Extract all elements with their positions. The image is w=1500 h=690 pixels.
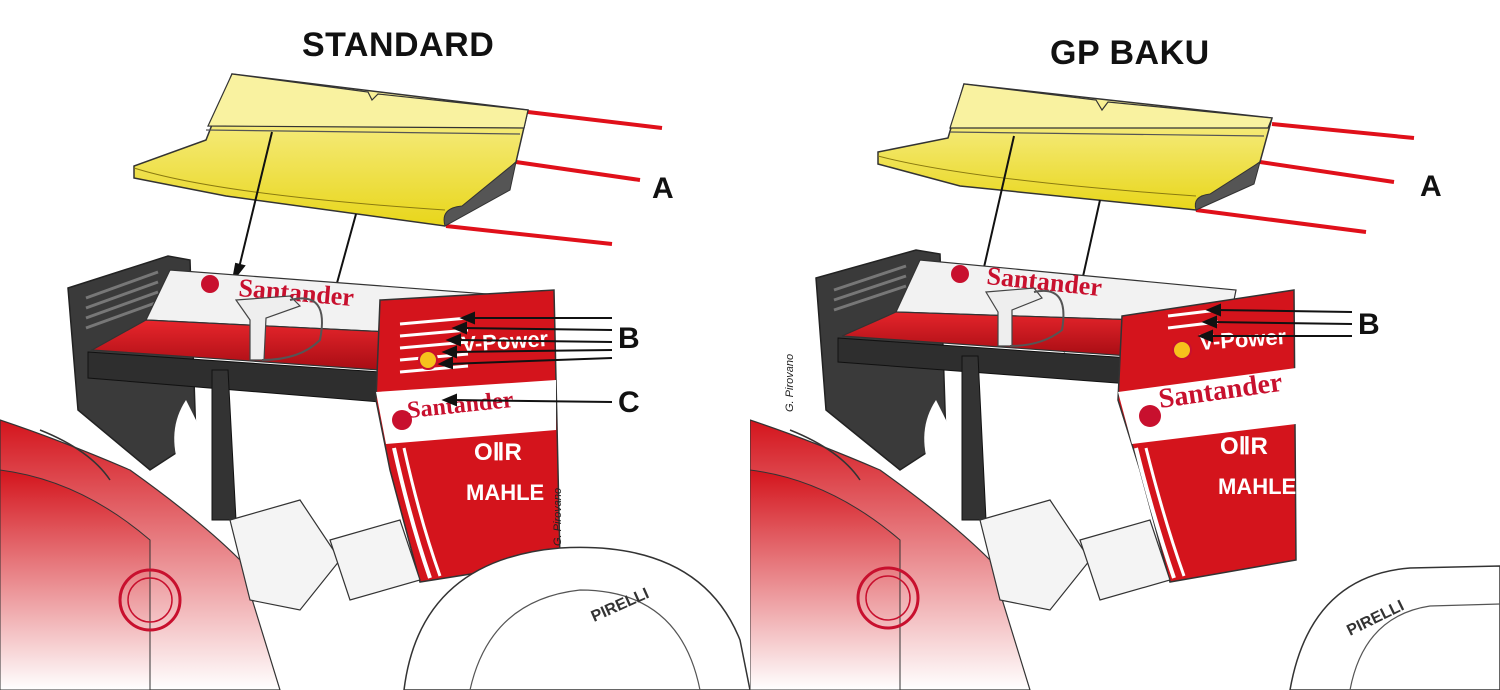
rear-tyre: PIRELLI (1289, 565, 1500, 690)
upper-flap-drawing (877, 83, 1273, 211)
panel-title: GP BAKU (1050, 34, 1210, 72)
callout-b-label: B (618, 322, 640, 355)
callout-arrow-c (441, 393, 613, 407)
illustrator-credit: G. Pirovano (784, 353, 796, 412)
standard-wing-illustration: Santander V-Power Santander OⅡ (0, 73, 750, 690)
svg-text:MAHLE: MAHLE (466, 480, 544, 505)
panel-standard: Santander V-Power Santander OⅡ (0, 26, 750, 690)
rear-tyre: PIRELLI (403, 546, 750, 690)
guide-lines-a (445, 110, 663, 246)
car-body (0, 419, 421, 690)
guide-lines-a (1195, 122, 1415, 234)
main-wing-plane: Santander (837, 259, 1237, 521)
svg-text:OⅡR: OⅡR (474, 439, 522, 466)
svg-text:V-Power: V-Power (1199, 324, 1288, 355)
svg-text:OⅡR: OⅡR (1220, 433, 1268, 460)
callout-b-label: B (1358, 308, 1380, 341)
illustrator-credit: G. Pirovano (552, 487, 564, 546)
right-endplate: V-Power Santander OⅡR MAHLE (1117, 289, 1297, 583)
panel-title: STANDARD (302, 26, 495, 64)
callout-arrows-b (1197, 303, 1353, 343)
panel-gp-baku: Santander V-Power Santander OⅡR MAHLE (750, 0, 1500, 690)
callout-arrows-b (437, 311, 613, 370)
baku-wing-illustration: Santander V-Power Santander OⅡR MAHLE (750, 83, 1500, 690)
upper-flap-drawing (133, 73, 529, 227)
right-endplate: V-Power Santander OⅡR MAHLE (375, 289, 561, 583)
car-body (750, 419, 1171, 690)
svg-text:MAHLE: MAHLE (1218, 474, 1296, 499)
callout-c-label: C (618, 386, 640, 419)
callout-a-label: A (652, 172, 674, 205)
callout-a-label: A (1420, 170, 1442, 203)
